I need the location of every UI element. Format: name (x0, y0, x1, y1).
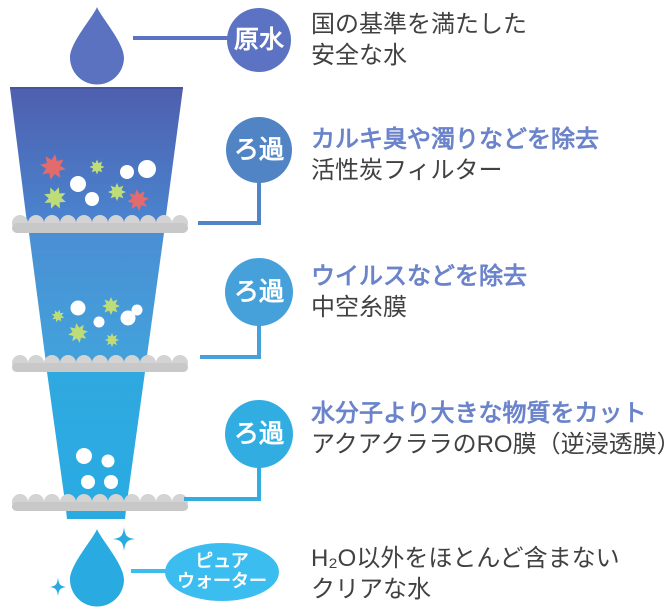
stage-5-description: H₂O以外をほとんど含まない クリアな水 (311, 543, 667, 605)
filter-badge-3-label: ろ過 (233, 420, 284, 448)
filter-badge-1 (226, 117, 292, 183)
stage-3-connector-line (184, 462, 261, 501)
stage-3-bubbles (76, 448, 118, 489)
stage-2-description-line2: 活性炭フィルター (311, 157, 503, 184)
stage-3-description-line1: ウイルスなどを除去 (311, 263, 527, 290)
filter-bar-1 (12, 215, 188, 233)
stage-1-description-line1: 国の基準を満たした (311, 11, 527, 38)
stage-4-description: 水分子より大きな物質をカット アクアクララのRO膜（逆浸透膜） (311, 398, 670, 460)
stage-4-description-line1: 水分子より大きな物質をカット (311, 400, 647, 427)
pure-water-badge-label: ピュア ウォーター (162, 551, 282, 591)
stage-2-description-line1: カルキ臭や濁りなどを除去 (311, 126, 599, 153)
stage-1-connector-line (198, 178, 261, 225)
stage-1-description: 国の基準を満たした 安全な水 (311, 9, 667, 71)
stage-5-description-line2: クリアな水 (311, 576, 431, 603)
stage-3-description-line2: 中空糸膜 (311, 294, 407, 321)
pure-water-badge-label-line1: ピュア (195, 551, 249, 571)
stage-1-description-line2: 安全な水 (311, 42, 407, 69)
stage-2-description: カルキ臭や濁りなどを除去 活性炭フィルター (311, 124, 667, 186)
stage-2-contaminants (50, 297, 143, 347)
filter-badge-2-label: ろ過 (233, 278, 284, 306)
filter-bar-3 (12, 494, 188, 511)
stage-4-description-line2: アクアクララのRO膜（逆浸透膜） (311, 431, 670, 458)
filter-badge-1-label: ろ過 (233, 136, 284, 164)
funnel-stage-3 (47, 372, 145, 502)
funnel-stage-2 (29, 233, 164, 363)
stage-1-contaminants (37, 151, 156, 213)
filter-badge-3 (225, 400, 293, 468)
pure-water-badge (165, 543, 279, 601)
pure-water-drop-icon (70, 529, 124, 607)
stage-2-connector-line (200, 320, 261, 359)
water-drop-icon (70, 7, 124, 85)
raw-water-badge-label: 原水 (233, 26, 284, 54)
sparkle-icon (113, 527, 135, 551)
stage-3-description: ウイルスなどを除去 中空糸膜 (311, 261, 667, 323)
pure-water-badge-label-line2: ウォーター (177, 571, 267, 591)
filter-badge-2 (225, 258, 293, 326)
sparkle-icon (49, 577, 67, 597)
filter-bar-2 (12, 355, 188, 372)
funnel-diagram (10, 7, 293, 607)
funnel-stage-1 (10, 88, 183, 223)
raw-water-badge (227, 8, 291, 72)
stage-5-description-line1: H₂O以外をほとんど含まない (311, 545, 620, 572)
